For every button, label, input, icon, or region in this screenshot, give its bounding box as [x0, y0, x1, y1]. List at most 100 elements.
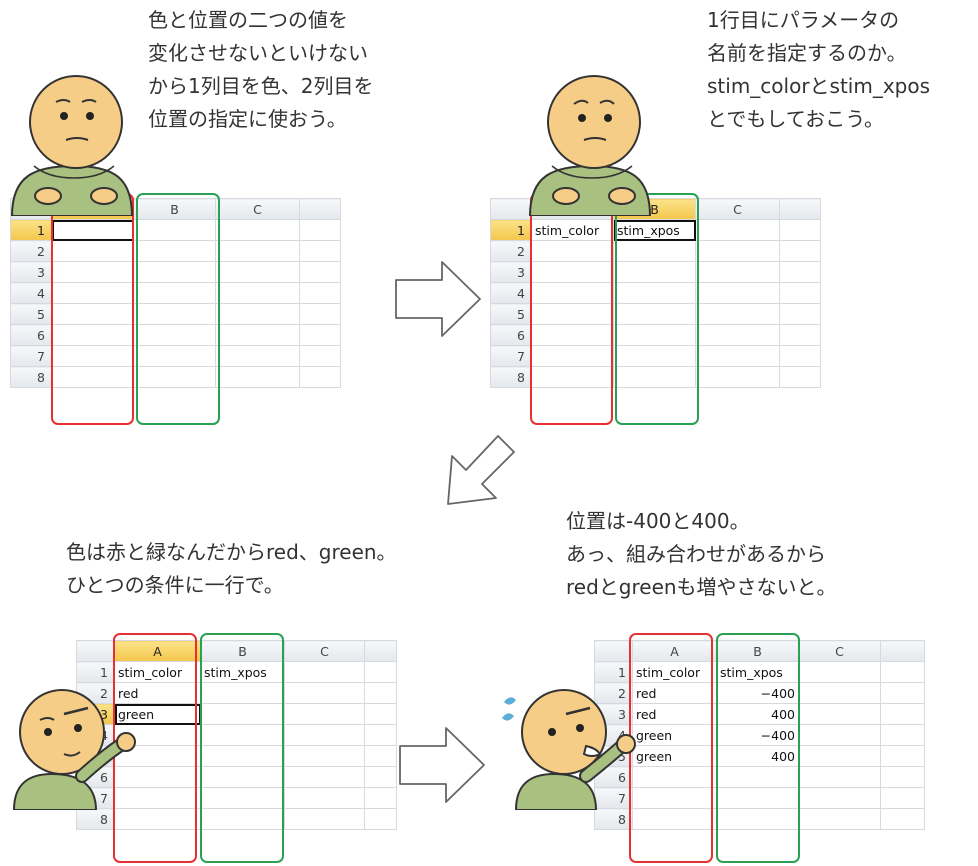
cell[interactable]: red: [114, 682, 201, 704]
cell[interactable]: [364, 766, 397, 788]
cell[interactable]: [531, 366, 614, 388]
cell[interactable]: [215, 366, 300, 388]
cell[interactable]: stim_color: [531, 219, 614, 241]
cell[interactable]: [284, 766, 365, 788]
cell[interactable]: [632, 766, 717, 788]
cell[interactable]: [613, 324, 696, 346]
row-header[interactable]: 2: [490, 240, 532, 262]
cell[interactable]: green: [632, 745, 717, 767]
cell[interactable]: [200, 703, 285, 725]
cell[interactable]: [779, 345, 821, 367]
cell[interactable]: [695, 324, 780, 346]
cell[interactable]: [716, 766, 799, 788]
cell[interactable]: [215, 303, 300, 325]
cell[interactable]: [880, 724, 925, 746]
cell[interactable]: −400: [716, 682, 799, 704]
row-header[interactable]: 1: [10, 219, 52, 241]
cell[interactable]: [779, 240, 821, 262]
corner-cell[interactable]: [76, 640, 115, 662]
cell[interactable]: [531, 261, 614, 283]
cell[interactable]: [284, 724, 365, 746]
cell[interactable]: [613, 345, 696, 367]
row-header[interactable]: 8: [490, 366, 532, 388]
row-header[interactable]: 7: [490, 345, 532, 367]
cell[interactable]: [284, 787, 365, 809]
row-header[interactable]: 7: [10, 345, 52, 367]
cell[interactable]: [798, 661, 881, 683]
row-header[interactable]: 1: [490, 219, 532, 241]
cell[interactable]: [880, 661, 925, 683]
cell[interactable]: red: [632, 682, 717, 704]
cell[interactable]: green: [632, 724, 717, 746]
column-header-a[interactable]: A: [632, 640, 717, 662]
cell[interactable]: [531, 345, 614, 367]
row-header[interactable]: 6: [490, 324, 532, 346]
column-header-d[interactable]: [364, 640, 397, 662]
cell[interactable]: [613, 261, 696, 283]
column-header-c[interactable]: C: [798, 640, 881, 662]
row-header[interactable]: 3: [490, 261, 532, 283]
cell[interactable]: [215, 261, 300, 283]
cell[interactable]: [779, 324, 821, 346]
cell[interactable]: [613, 282, 696, 304]
cell[interactable]: [51, 324, 134, 346]
cell[interactable]: [299, 261, 341, 283]
cell[interactable]: [299, 282, 341, 304]
active-cell[interactable]: [51, 219, 134, 241]
cell[interactable]: [531, 324, 614, 346]
cell[interactable]: [695, 366, 780, 388]
cell[interactable]: [133, 345, 216, 367]
cell[interactable]: [51, 240, 134, 262]
cell[interactable]: [200, 745, 285, 767]
column-header-d[interactable]: [880, 640, 925, 662]
cell[interactable]: [215, 282, 300, 304]
cell[interactable]: [299, 303, 341, 325]
cell[interactable]: stim_color: [114, 661, 201, 683]
cell[interactable]: [880, 703, 925, 725]
cell[interactable]: [51, 261, 134, 283]
cell[interactable]: [798, 787, 881, 809]
cell[interactable]: [133, 324, 216, 346]
cell[interactable]: [200, 787, 285, 809]
cell[interactable]: [880, 808, 925, 830]
column-header-d[interactable]: [299, 198, 341, 220]
cell[interactable]: [299, 240, 341, 262]
cell[interactable]: [632, 808, 717, 830]
cell[interactable]: [364, 808, 397, 830]
row-header[interactable]: 4: [10, 282, 52, 304]
cell[interactable]: [779, 303, 821, 325]
cell[interactable]: [299, 324, 341, 346]
cell[interactable]: [200, 808, 285, 830]
cell[interactable]: [880, 766, 925, 788]
cell[interactable]: [364, 787, 397, 809]
cell[interactable]: [114, 808, 201, 830]
cell[interactable]: [716, 808, 799, 830]
cell[interactable]: [200, 724, 285, 746]
cell[interactable]: [133, 240, 216, 262]
cell[interactable]: [779, 219, 821, 241]
cell[interactable]: [284, 661, 365, 683]
cell[interactable]: [215, 345, 300, 367]
cell[interactable]: [284, 703, 365, 725]
cell[interactable]: [133, 282, 216, 304]
cell[interactable]: [51, 345, 134, 367]
column-header-b[interactable]: B: [200, 640, 285, 662]
cell[interactable]: [215, 324, 300, 346]
cell[interactable]: [114, 787, 201, 809]
cell[interactable]: [364, 703, 397, 725]
cell[interactable]: [364, 682, 397, 704]
cell[interactable]: [695, 282, 780, 304]
cell[interactable]: [133, 261, 216, 283]
cell[interactable]: [299, 366, 341, 388]
cell[interactable]: [531, 303, 614, 325]
column-header-c[interactable]: C: [695, 198, 780, 220]
cell[interactable]: [798, 724, 881, 746]
cell[interactable]: [613, 366, 696, 388]
cell[interactable]: [299, 219, 341, 241]
corner-cell[interactable]: [490, 198, 532, 220]
cell[interactable]: [798, 745, 881, 767]
cell[interactable]: [133, 366, 216, 388]
cell[interactable]: [798, 682, 881, 704]
cell[interactable]: [798, 808, 881, 830]
cell[interactable]: stim_xpos: [716, 661, 799, 683]
